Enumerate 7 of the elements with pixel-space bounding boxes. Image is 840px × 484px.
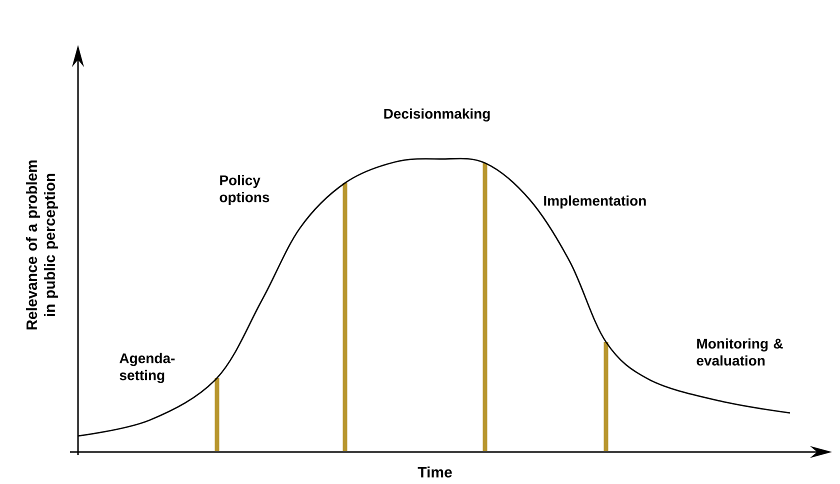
- axis-label: Time: [418, 466, 452, 478]
- stage-label: Implementation: [544, 195, 646, 209]
- stage-label: Decisionmaking: [384, 108, 490, 122]
- stage-label: Monitoring & evaluation: [696, 338, 783, 366]
- stage-label: Policy options: [220, 174, 270, 206]
- axis-label: Relevance of a problem in public perception: [26, 160, 58, 330]
- stage-label: Agenda-setting: [120, 352, 175, 384]
